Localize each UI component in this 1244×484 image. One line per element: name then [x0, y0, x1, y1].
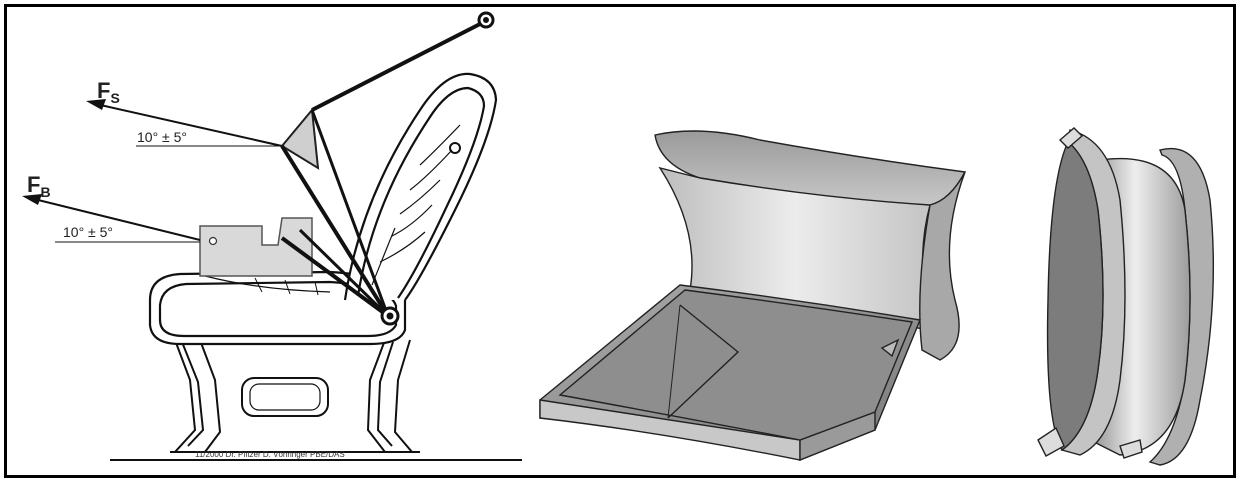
upper-anchor: [477, 11, 495, 29]
angle-label-lower: 10° ± 5°: [63, 224, 113, 240]
seat-block-3d: [539, 130, 967, 462]
seat-back: [343, 72, 498, 301]
seat-legs: [170, 339, 420, 453]
force-arrow-belt: [22, 194, 201, 243]
seat-diagram: [22, 11, 522, 461]
seat-mount-block: [199, 217, 313, 277]
angle-label-upper: 10° ± 5°: [137, 129, 187, 145]
force-label-belt: FB: [27, 172, 51, 200]
torso-block: [280, 107, 320, 170]
force-arrow-shoulder: [86, 99, 283, 147]
seat-slot: [241, 377, 329, 417]
force-label-shoulder: FS: [97, 78, 120, 106]
ring-part-3d: [1037, 127, 1215, 466]
credit-text: 11/2000 Dr. Pfitzer D. Vöhringer PBE/DAS: [195, 450, 345, 459]
